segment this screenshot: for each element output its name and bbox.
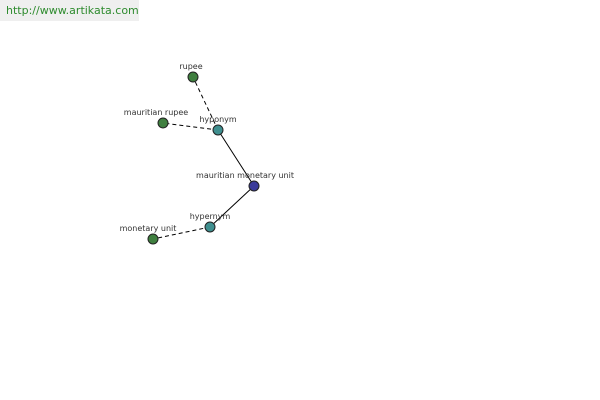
edge-hyponym-rupee	[192, 76, 219, 131]
node-hypernym[interactable]	[204, 221, 216, 233]
node-center[interactable]	[248, 180, 260, 192]
edge-hyponym-mauritian-rupee	[162, 122, 219, 131]
edge-hypernym-monetary-unit	[152, 226, 211, 240]
node-label-mauritian-rupee[interactable]: mauritian rupee	[124, 108, 189, 117]
graph-edges	[152, 76, 255, 240]
node-hyponym[interactable]	[212, 124, 224, 136]
graph-nodes	[147, 71, 260, 245]
node-monetary-unit[interactable]	[147, 233, 159, 245]
url-banner: http://www.artikata.com	[0, 0, 139, 21]
graph-labels: mauritian monetary unit hyponym hypernym ru…	[120, 62, 294, 233]
node-label-center[interactable]: mauritian monetary unit	[196, 171, 294, 180]
edge-center-hypernym	[209, 185, 255, 228]
site-url-link[interactable]: http://www.artikata.com	[6, 4, 139, 17]
node-label-monetary-unit[interactable]: monetary unit	[120, 224, 177, 233]
node-rupee[interactable]	[187, 71, 199, 83]
node-label-hyponym[interactable]: hyponym	[199, 115, 237, 124]
edge-center-hyponym	[217, 129, 255, 187]
node-label-hypernym[interactable]: hypernym	[190, 212, 231, 221]
node-mauritian-rupee[interactable]	[157, 117, 169, 129]
node-label-rupee[interactable]: rupee	[179, 62, 202, 71]
